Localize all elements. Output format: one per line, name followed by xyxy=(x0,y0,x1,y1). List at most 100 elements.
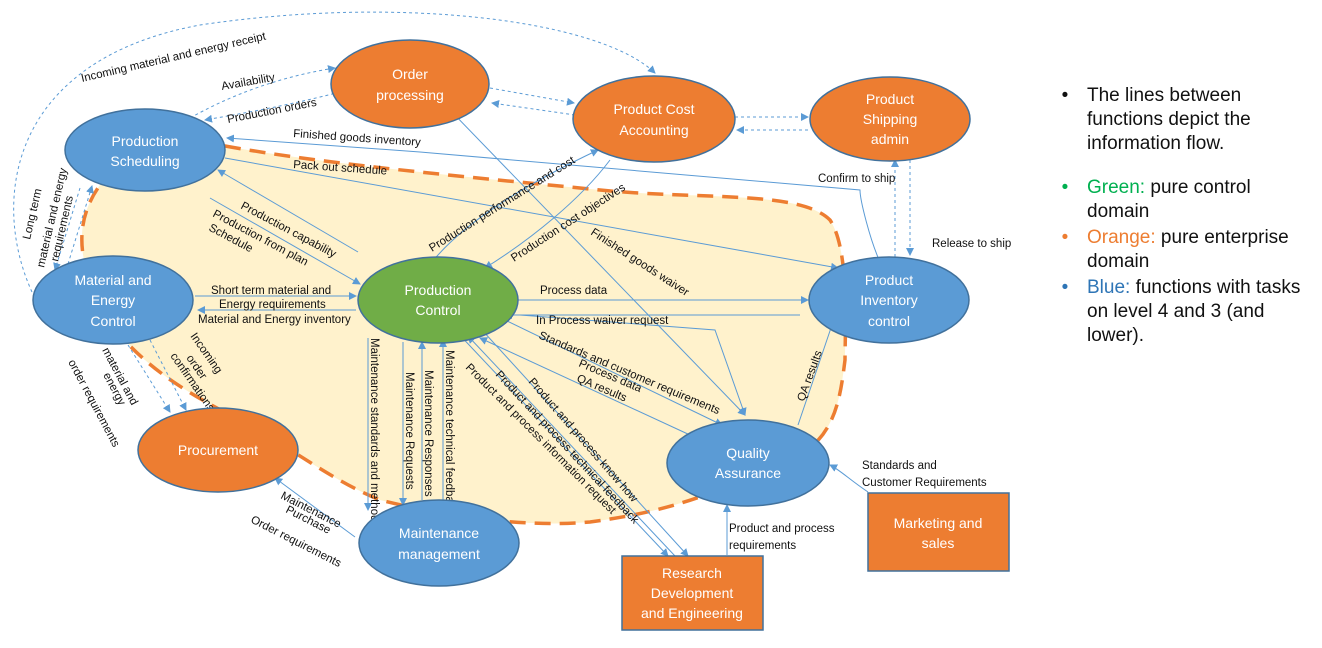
flow-line xyxy=(53,187,81,271)
node-label: Procurement xyxy=(178,442,258,458)
flow-label: Finished goods inventory xyxy=(293,128,422,149)
node-label: admin xyxy=(871,131,909,147)
flow-line xyxy=(829,464,869,493)
legend: • The lines between functions depict the… xyxy=(1055,84,1317,350)
order-processing-node[interactable]: Order processing xyxy=(330,39,490,129)
flow-line xyxy=(209,197,361,285)
flow-line xyxy=(467,335,676,557)
node-label: Control xyxy=(415,302,460,318)
node-label: Inventory xyxy=(860,292,918,308)
legend-item-green: • Green: pure control domain xyxy=(1055,176,1317,224)
flow-line xyxy=(481,329,689,557)
flow-line xyxy=(491,100,576,116)
node-label: Control xyxy=(90,313,135,329)
node-label: Development xyxy=(651,585,734,601)
flow-line xyxy=(226,134,881,263)
flow-label: Energy requirements xyxy=(219,299,326,311)
product-shipping-admin-node[interactable]: Product Shipping admin xyxy=(809,76,971,162)
node-label: Product xyxy=(866,91,914,107)
flow-label: Short term material and xyxy=(211,285,331,297)
node-label: control xyxy=(868,313,910,329)
node-label: Energy xyxy=(91,292,135,308)
flow-label: Process data xyxy=(540,285,608,297)
flow-line xyxy=(489,87,575,106)
flow-line xyxy=(274,477,356,538)
production-control-node[interactable]: Production Control xyxy=(357,256,519,344)
node-label: and Engineering xyxy=(641,605,743,621)
flow-label: Maintenance Requests xyxy=(403,372,415,490)
flow-line xyxy=(484,159,611,269)
flow-line xyxy=(149,339,187,411)
node-label: Production xyxy=(405,282,472,298)
node-label: sales xyxy=(922,535,955,551)
node-label: Order xyxy=(392,66,428,82)
flow-line xyxy=(13,11,656,293)
flow-lines xyxy=(13,11,914,557)
flow-line xyxy=(504,319,723,426)
legend-text: pure control domain xyxy=(1087,177,1251,222)
flow-label: Availability xyxy=(220,72,276,93)
product-cost-accounting-node[interactable]: Product Cost Accounting xyxy=(572,75,736,163)
node-label: Material and xyxy=(74,272,151,288)
flow-label: Maintenance technical feedback xyxy=(443,350,455,515)
flow-line xyxy=(519,314,747,416)
legend-key-orange: Orange: xyxy=(1087,227,1156,248)
node-label: Production xyxy=(112,133,179,149)
flow-label: Production orders xyxy=(226,97,318,126)
node-label: management xyxy=(398,546,480,562)
node-label: Scheduling xyxy=(110,153,179,169)
flow-line xyxy=(479,337,691,436)
legend-item-orange: • Orange: pure enterprise domain xyxy=(1055,226,1317,274)
bullet-icon: • xyxy=(1061,227,1069,248)
flow-label: Release to ship xyxy=(932,238,1011,250)
bullet-icon: • xyxy=(1061,277,1069,298)
flow-line xyxy=(449,109,746,416)
legend-text: The lines between functions depict the i… xyxy=(1087,85,1251,154)
flow-label: Long term xyxy=(21,188,44,241)
legend-text: pure enterprise domain xyxy=(1087,227,1289,272)
legend-key-blue: Blue: xyxy=(1087,277,1131,298)
node-label: Product xyxy=(865,272,913,288)
node-label: Marketing and xyxy=(894,515,983,531)
flow-line xyxy=(217,169,359,253)
node-label: Assurance xyxy=(715,465,781,481)
node-label: Research xyxy=(662,565,722,581)
research-development-node[interactable]: Research Development and Engineering xyxy=(621,555,764,631)
legend-item-blue: • Blue: functions with tasks on level 4 … xyxy=(1055,276,1317,348)
bullet-icon: • xyxy=(1061,85,1069,106)
node-label: Maintenance xyxy=(399,525,479,541)
production-scheduling-node[interactable]: Production Scheduling xyxy=(64,108,226,192)
marketing-sales-node[interactable]: Marketing and sales xyxy=(867,492,1010,572)
flow-label: Maintenance standards and methods xyxy=(368,338,380,527)
flow-label: Standards and xyxy=(862,460,937,472)
node-label: Product Cost xyxy=(614,101,695,117)
node-label: processing xyxy=(376,87,444,103)
flow-line xyxy=(224,157,839,271)
legend-item-info-flow: • The lines between functions depict the… xyxy=(1055,84,1317,156)
quality-assurance-node[interactable]: Quality Assurance xyxy=(666,419,830,507)
flow-label: Confirm to ship xyxy=(818,173,895,185)
flow-label: requirements xyxy=(729,540,796,552)
flow-line xyxy=(189,65,336,119)
bullet-icon: • xyxy=(1061,177,1069,198)
flow-line xyxy=(431,149,599,263)
flow-label: Maintenance Responses xyxy=(422,370,434,497)
legend-text: functions with tasks on level 4 and 3 (a… xyxy=(1087,277,1301,346)
product-inventory-control-node[interactable]: Product Inventory control xyxy=(808,256,970,344)
flow-line xyxy=(454,329,669,557)
node-label: Quality xyxy=(726,445,770,461)
flow-line xyxy=(797,321,835,426)
flow-line xyxy=(127,344,171,413)
flow-line xyxy=(67,185,94,265)
flow-label: In Process waiver request xyxy=(536,315,669,327)
node-label: Accounting xyxy=(619,122,688,138)
flow-label: Material and Energy inventory xyxy=(198,314,351,326)
node-label: Shipping xyxy=(863,111,918,127)
flow-label: Product and process xyxy=(729,523,835,535)
flow-label: Customer Requirements xyxy=(862,477,987,489)
material-energy-control-node[interactable]: Material and Energy Control xyxy=(32,255,194,345)
procurement-node[interactable]: Procurement xyxy=(137,407,299,493)
maintenance-management-node[interactable]: Maintenance management xyxy=(358,499,520,587)
legend-key-green: Green: xyxy=(1087,177,1146,198)
